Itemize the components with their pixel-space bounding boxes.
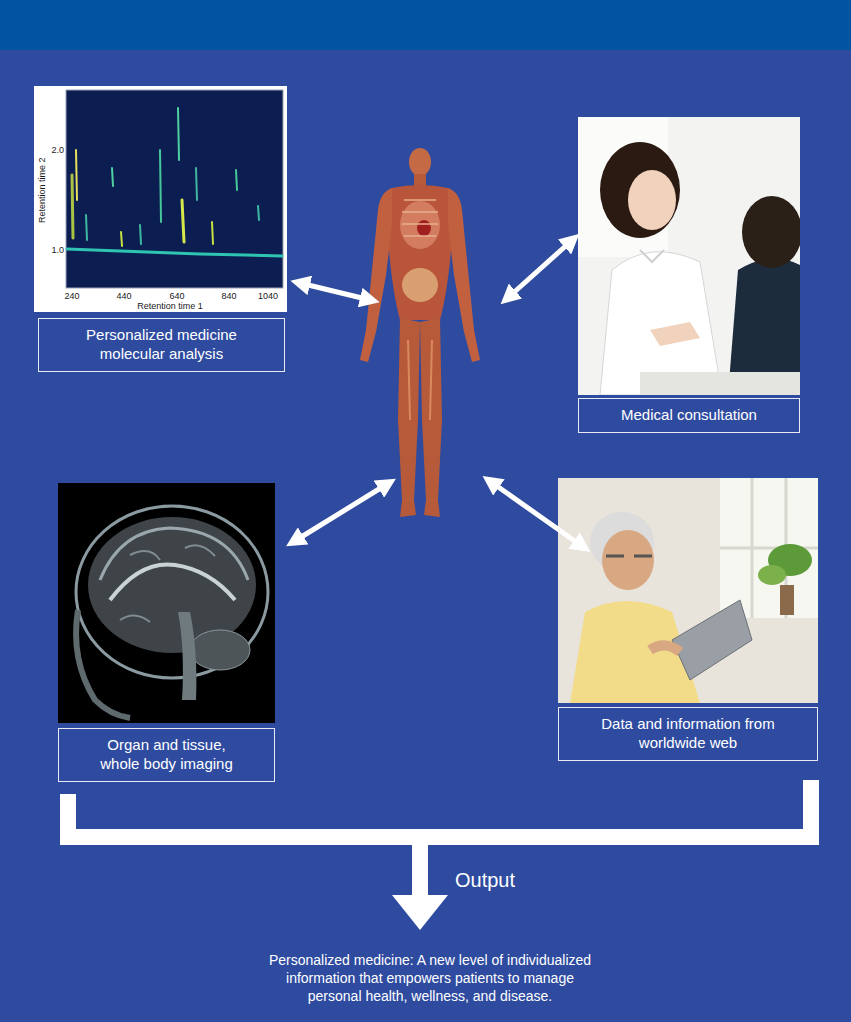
caption-box: Personalized medicine molecular analysis	[38, 318, 285, 372]
chromatogram-plot	[66, 90, 283, 288]
chromatogram-plot	[196, 168, 197, 200]
brain-mri	[190, 630, 250, 670]
double-arrow	[298, 243, 579, 544]
web-user-photo	[780, 585, 794, 615]
output-bracket	[412, 845, 428, 897]
web-user-photo	[606, 555, 652, 558]
caption-text: Organ and tissue, whole body imaging	[87, 736, 247, 774]
human-anatomy-figure	[448, 188, 480, 362]
human-anatomy-figure	[402, 200, 438, 236]
tick-label: 1.0	[51, 245, 64, 255]
chromatogram-plot	[34, 86, 287, 312]
header-band	[0, 0, 851, 50]
chromatogram-plot	[86, 215, 87, 240]
chromatogram-plot	[67, 249, 282, 256]
double-arrow	[511, 243, 569, 295]
axis-title: Retention time 1	[137, 301, 203, 311]
web-user-photo	[720, 478, 818, 618]
brain-mri	[110, 564, 235, 600]
consultation-photo	[578, 117, 800, 395]
brain-mri	[178, 612, 196, 700]
chromatogram-plot	[178, 108, 179, 160]
chromatogram-plot	[182, 200, 184, 242]
output-bracket	[60, 829, 819, 845]
output-description: Personalized medicine: A new level of in…	[260, 951, 600, 1006]
tick-label: 240	[64, 291, 79, 301]
brain-mri	[58, 483, 275, 723]
consultation-photo	[640, 372, 800, 395]
output-bracket	[392, 895, 448, 930]
chromatogram-plot	[67, 108, 282, 256]
human-anatomy-figure	[400, 201, 440, 249]
chromatogram-plot	[76, 150, 77, 200]
chromatogram-plot	[140, 225, 141, 244]
web-user-photo	[602, 530, 654, 590]
brain-mri	[58, 483, 275, 723]
chromatogram-plot	[34, 86, 287, 312]
human-anatomy-figure	[417, 220, 431, 236]
consultation-photo	[650, 322, 700, 346]
caption-box: Organ and tissue, whole body imaging	[58, 728, 275, 782]
double-arrow	[494, 484, 579, 544]
tick-label: 640	[169, 291, 184, 301]
brain-mri	[120, 545, 215, 622]
consultation-photo	[640, 250, 664, 262]
human-anatomy-figure	[360, 188, 392, 362]
human-anatomy-figure	[388, 185, 452, 320]
caption-text: Personalized medicine molecular analysis	[72, 326, 252, 364]
human-anatomy-figure	[409, 148, 431, 176]
web-user-photo	[672, 600, 752, 680]
axis-title: Retention time 2	[37, 157, 47, 223]
tick-label: 440	[116, 291, 131, 301]
human-anatomy-figure	[360, 148, 480, 517]
web-user-photo	[558, 478, 818, 703]
consultation-photo	[742, 196, 800, 268]
caption-text: Data and information from worldwide web	[586, 715, 791, 753]
human-anatomy-figure	[408, 340, 432, 420]
web-user-photo	[758, 565, 786, 585]
consultation-photo	[628, 170, 676, 230]
chromatogram-plot	[212, 222, 213, 244]
brain-mri	[100, 528, 248, 580]
double-arrow	[298, 486, 384, 539]
brain-mri	[76, 506, 268, 678]
caption-box: Medical consultation	[578, 398, 800, 433]
human-anatomy-figure	[402, 268, 438, 302]
caption-box: Data and information from worldwide web	[558, 707, 818, 761]
chromatogram-plot	[121, 232, 122, 246]
output-label: Output	[455, 869, 515, 892]
tick-label: 1040	[258, 291, 278, 301]
chromatogram-plot	[112, 168, 113, 186]
chromatogram-plot	[236, 170, 237, 190]
caption-text: Medical consultation	[589, 406, 789, 425]
tick-label: 840	[221, 291, 236, 301]
double-arrow	[304, 284, 366, 299]
web-user-photo	[650, 645, 680, 652]
chromatogram-plot	[72, 175, 73, 238]
output-bracket	[60, 780, 819, 930]
consultation-photo	[600, 142, 680, 238]
tick-label: 2.0	[51, 145, 64, 155]
web-user-photo	[720, 478, 818, 618]
chromatogram-plot	[258, 206, 259, 220]
web-user-photo	[558, 478, 818, 703]
brain-mri	[76, 610, 130, 718]
chromatogram-plot	[160, 150, 161, 222]
